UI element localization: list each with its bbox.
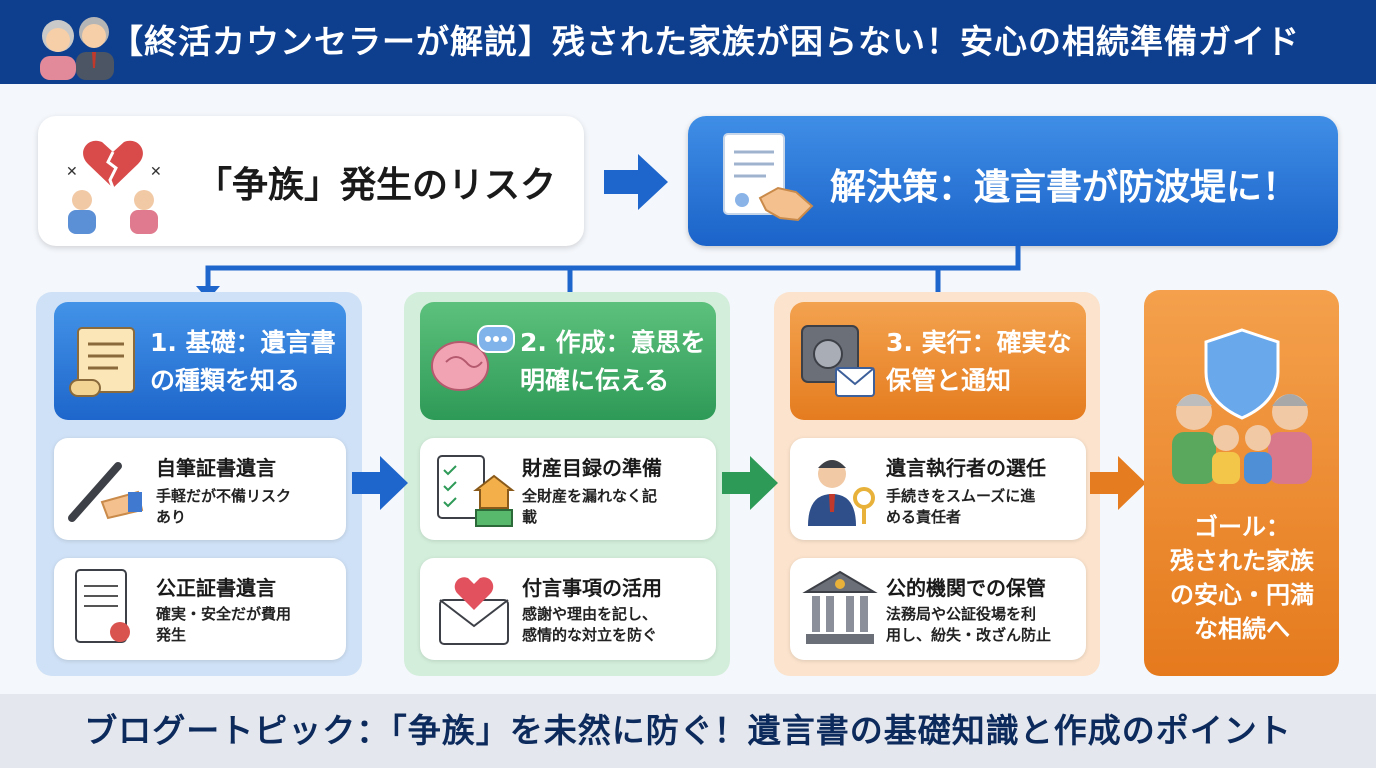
right-arrow-icon	[604, 154, 668, 210]
column-1-heading: 1. 基礎：遺言書 の種類を知る	[150, 328, 336, 395]
senior-couple-icon	[40, 17, 114, 80]
solution-box	[688, 116, 1338, 246]
item-desc: 感謝や理由を記し、 感情的な対立を防ぐ	[522, 605, 658, 644]
brain-speech-icon	[431, 325, 515, 391]
bank-icon	[802, 570, 878, 644]
item-title: 遺言執行者の選任	[886, 456, 1046, 480]
certificate-icon	[75, 569, 130, 643]
solution-label: 解決策：遺言書が防波堤に！	[830, 167, 1299, 208]
safe-envelope-icon	[801, 325, 875, 397]
heart-envelope-icon	[439, 577, 509, 645]
broken-heart-family-icon: ✕ ✕	[66, 140, 162, 234]
item-desc: 法務局や公証役場を利 用し、紛失・改ざん防止	[886, 605, 1052, 644]
item-desc: 手軽だが不備リスク あり	[156, 487, 292, 526]
item-title: 公的機関での保管	[886, 576, 1046, 600]
document-handshake-icon	[723, 133, 814, 222]
footer-bar	[0, 694, 1376, 768]
item-desc: 手続きをスムーズに進 める責任者	[886, 487, 1036, 526]
right-arrow-icon	[722, 456, 778, 510]
page-title: 【終活カウンセラーが解説】残された家族が困らない！安心の相続準備ガイド	[110, 22, 1300, 61]
header-bar	[0, 0, 1376, 84]
item-title: 財産目録の準備	[522, 456, 662, 480]
footer-topic: ブログートピック：「争族」を未然に防ぐ！遺言書の基礎知識と作成のポイント	[84, 711, 1292, 750]
right-arrow-icon	[1090, 456, 1146, 510]
risk-box	[38, 116, 584, 246]
goal-text: ゴール： 残された家族 の安心・円満 な相続へ	[1170, 513, 1314, 643]
risk-label: 「争族」発生のリスク	[196, 165, 557, 206]
column-3-heading: 3. 実行：確実な 保管と通知	[886, 328, 1072, 395]
svg-text:✕: ✕	[66, 164, 78, 180]
svg-text:✕: ✕	[150, 164, 162, 180]
item-title: 公正証書遺言	[156, 576, 276, 600]
checklist-house-icon	[437, 455, 515, 527]
scroll-icon	[69, 327, 135, 397]
item-title: 付言事項の活用	[522, 576, 662, 600]
right-arrow-icon	[352, 456, 408, 510]
item-desc: 全財産を漏れなく記 載	[522, 487, 658, 526]
family-shield-icon	[1172, 328, 1312, 484]
item-desc: 確実・安全だが費用 発生	[156, 605, 292, 644]
executor-key-icon	[808, 460, 875, 526]
column-2-heading: 2. 作成：意思を 明確に伝える	[520, 328, 706, 395]
pen-hand-icon	[68, 462, 144, 522]
item-title: 自筆証書遺言	[156, 456, 276, 480]
